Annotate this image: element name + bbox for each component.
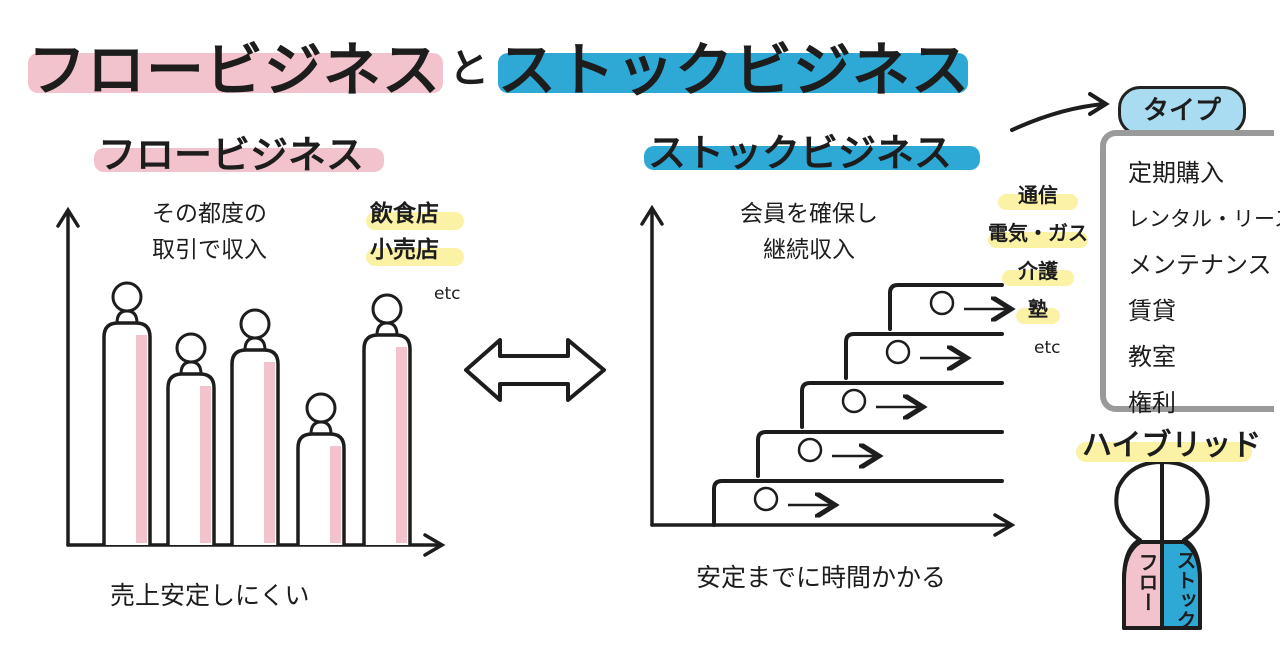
- type-box: [1100, 130, 1274, 412]
- person-body-icon: [375, 321, 399, 336]
- stock-etc: etc: [1034, 338, 1061, 358]
- hybrid-right-label: ストック: [1173, 550, 1197, 630]
- double-arrow-icon: [464, 338, 606, 402]
- type-item: 定期購入: [1128, 159, 1224, 187]
- hybrid-label: ハイブリッド: [1076, 420, 1261, 464]
- person-icon: [305, 392, 337, 424]
- person-body-icon: [243, 336, 267, 351]
- stock-step: [756, 430, 1004, 478]
- type-header-pill: タイプ: [1118, 86, 1246, 136]
- stock-example-4: 塾: [1028, 297, 1048, 321]
- type-item: 教室: [1128, 343, 1176, 371]
- person-icon: [885, 339, 911, 365]
- person-icon: [175, 332, 207, 364]
- main-title-stock: ストックビジネス: [498, 36, 971, 104]
- stock-caption: 安定までに時間かかる: [696, 563, 947, 592]
- stock-example-1: 通信: [1018, 183, 1058, 207]
- stock-desc-line2: 継続収入: [763, 237, 855, 263]
- stock-examples: 通信 電気・ガス 介護 塾: [988, 176, 1088, 328]
- flow-bar-shade: [264, 362, 275, 543]
- stock-desc-line1: 会員を確保し: [740, 201, 878, 227]
- main-title-flow: フロービジネス: [28, 36, 443, 104]
- stock-axes: [640, 204, 1016, 537]
- person-icon: [797, 437, 823, 463]
- flow-caption: 売上安定しにくい: [110, 581, 310, 610]
- flow-desc-line1: その都度の: [152, 201, 267, 227]
- stock-step: [800, 381, 1004, 429]
- type-item: 賃貸: [1128, 297, 1176, 325]
- flow-description: その都度の 取引で収入: [152, 196, 267, 268]
- hybrid-left-label: フロー: [1135, 552, 1159, 612]
- type-item: レンタル・リース: [1128, 207, 1280, 231]
- person-icon: [753, 486, 779, 512]
- flow-bar-shade: [136, 335, 147, 543]
- stock-step: [712, 479, 1004, 527]
- hybrid-figure: [1114, 460, 1210, 630]
- person-body-icon: [115, 309, 139, 324]
- person-body-icon: [309, 420, 333, 435]
- stock-example-2: 電気・ガス: [988, 221, 1088, 245]
- main-title: フロービジネス と ストックビジネス: [28, 20, 970, 110]
- person-icon: [929, 290, 955, 316]
- type-list: 定期購入 レンタル・リース メンテナンス 賃貸 教室 権利: [1128, 150, 1280, 426]
- flow-bar-shade: [330, 446, 341, 543]
- person-body-icon: [179, 360, 203, 375]
- main-title-connector: と: [449, 46, 491, 92]
- flow-examples: 飲食店 小売店: [366, 196, 464, 268]
- person-icon: [239, 308, 271, 340]
- person-icon: [841, 388, 867, 414]
- flow-section-label: フロービジネス: [94, 124, 384, 179]
- flow-bars: [102, 281, 412, 545]
- flow-example-2: 小売店: [370, 237, 439, 263]
- flow-bar-shade: [396, 347, 407, 543]
- flow-etc: etc: [434, 284, 461, 304]
- type-arrow-icon: [1010, 92, 1110, 132]
- person-icon: [111, 281, 143, 313]
- stock-description: 会員を確保し 継続収入: [740, 196, 878, 268]
- stock-step: [844, 332, 1004, 380]
- stock-example-3: 介護: [1018, 259, 1058, 283]
- stock-steps: [712, 283, 1006, 527]
- person-icon: [371, 293, 403, 325]
- flow-desc-line2: 取引で収入: [152, 237, 267, 263]
- type-item: 権利: [1128, 389, 1176, 417]
- type-item: メンテナンス: [1128, 251, 1272, 279]
- flow-bar-shade: [200, 386, 211, 543]
- flow-example-1: 飲食店: [370, 201, 439, 227]
- stock-section-label: ストックビジネス: [644, 122, 980, 177]
- stock-step: [888, 283, 1004, 331]
